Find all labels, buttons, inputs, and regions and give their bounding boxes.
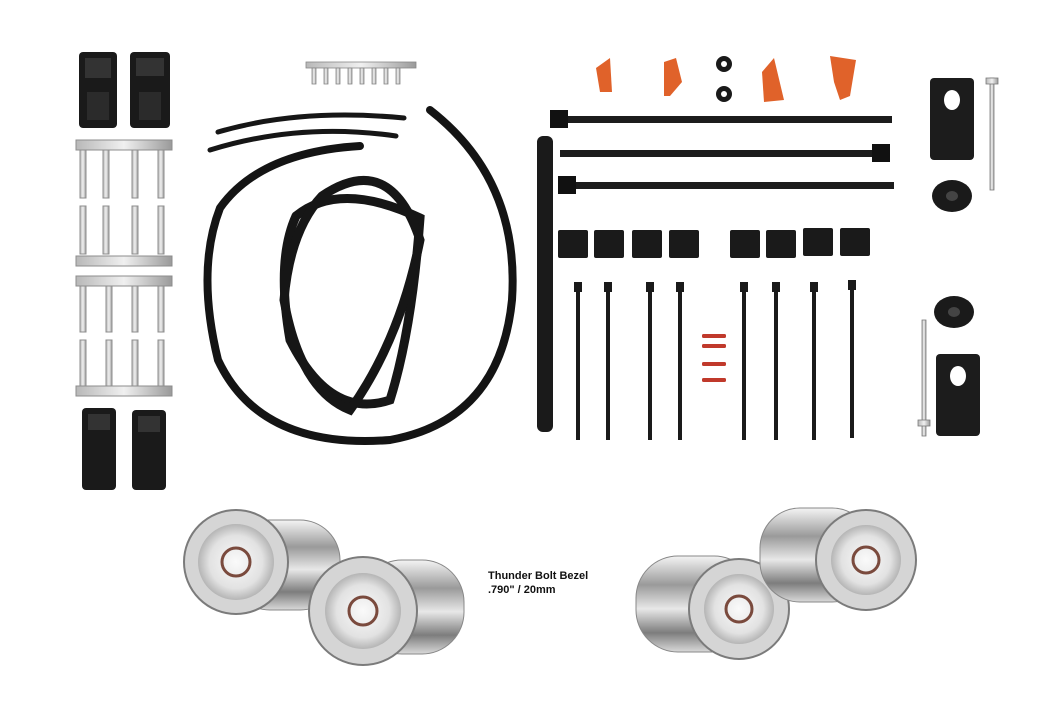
push-mount-cable-ties (550, 110, 894, 194)
cable-ties (574, 280, 856, 440)
chrome-bezel-lights (183, 507, 917, 666)
caption-title: Thunder Bolt Bezel (488, 570, 589, 582)
mounting-clips (930, 78, 980, 436)
adhesive-tie-mounts (558, 228, 870, 258)
metal-terminal-strips (75, 139, 173, 397)
orange-wire-boots (596, 56, 856, 102)
caption-size: .790" / 20mm (488, 584, 556, 596)
heat-shrink-tubing (207, 112, 425, 416)
product-caption: Thunder Bolt Bezel .790" / 20mm (488, 569, 608, 597)
long-split-loom (203, 106, 517, 445)
rubber-grommets (716, 56, 974, 328)
loose-terminals (305, 61, 417, 85)
red-roll-pins (702, 334, 726, 382)
connector-pair-top (79, 52, 170, 128)
connector-pair-bottom (82, 408, 166, 490)
vertical-heat-shrink (537, 136, 553, 432)
rivets (917, 77, 999, 437)
